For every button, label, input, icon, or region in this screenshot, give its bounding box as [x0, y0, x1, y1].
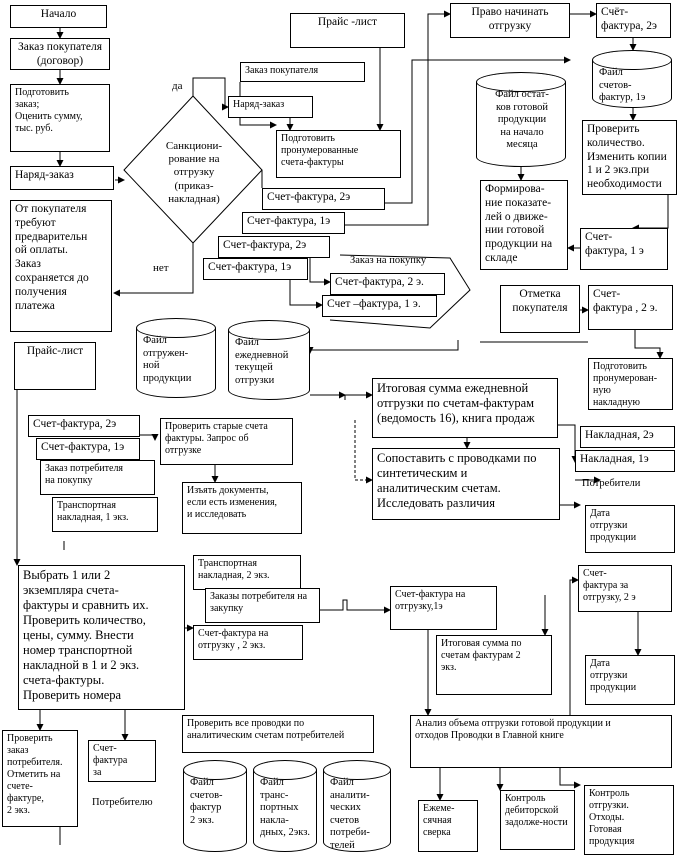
work-order-left: Наряд-заказ: [10, 166, 114, 190]
control-receivables: Контроль дебиторской задолже-ности: [500, 790, 575, 850]
start-node: Начало: [10, 5, 107, 28]
lp-invoice-2e: Счет-фактура, 2э: [28, 415, 140, 437]
invoice-ship-2e: Счет- фактура за отгрузку, 2 э: [578, 565, 672, 612]
withdraw-docs: Изъять документы, если есть изменения, и…: [182, 482, 302, 534]
waybill-2e: Накладная, 2э: [580, 426, 675, 448]
file-analytic-cylinder: Файл аналити- ческих счетов потреби- тел…: [323, 760, 391, 852]
prepayment-step: От покупателя требуют предварительн ой о…: [10, 200, 112, 332]
customer-mark: Отметка покупателя: [500, 285, 580, 333]
consumers-right: Потребители: [582, 478, 641, 489]
prepare-waybill: Подготовить пронумерован- ную накладную: [588, 358, 673, 410]
customer-order-contract: Заказ покупателя (договор): [10, 38, 110, 70]
purchase-order-shape: [329, 254, 471, 329]
select-compare-step: Выбрать 1 или 2 экземпляра счета- фактур…: [18, 565, 185, 710]
total-invoices-2: Итоговая сумма по счетам фактурам 2 экз.: [436, 635, 552, 695]
check-quantity: Проверить количество. Изменить копии 1 и…: [582, 120, 677, 195]
waybill-1e: Накладная, 1э: [575, 450, 675, 472]
form-indicators: Формирова- ние показате- лей о движе- ни…: [480, 180, 568, 270]
prepare-invoices: Подготовить пронумерованные счета-фактур…: [276, 130, 401, 178]
invoice-1e-right: Счет- фактура, 1 э: [580, 228, 668, 270]
label-no: нет: [153, 262, 169, 274]
ship-date-2: Дата отгрузки продукции: [585, 655, 675, 705]
invoice-1e-b: Счет-фактура, 1э: [203, 258, 308, 280]
invoice-ship-2: Счет-фактура на отгрузку , 2 экз.: [193, 625, 303, 660]
prepare-order-step: Подготовить заказ; Оценить сумму, тыс. р…: [10, 84, 110, 152]
invoice-1e-c: Счет –фактура, 1 э.: [322, 295, 437, 317]
file-stock-cylinder: Файл остат- ков готовой продукции на нач…: [476, 72, 566, 167]
file-daily-cylinder: Файл ежедневной текущей отгрузки: [228, 320, 310, 400]
file-shipped-cylinder: Файл отгружен- ной продукции: [136, 318, 216, 398]
transport-2: Транспортная накладная, 2 экз.: [193, 555, 301, 590]
lp-invoice-1e: Счет-фактура, 1э: [36, 438, 140, 460]
price-list-left: Прайс-лист: [14, 342, 96, 390]
analysis-step: Анализ объема отгрузки готовой продукции…: [410, 715, 672, 768]
price-list-top: Прайс -лист: [290, 13, 405, 48]
invoice-for-sale: Счет-фактура за реализацию: [88, 740, 156, 782]
label-yes: да: [172, 80, 183, 92]
check-old-invoices: Проверить старые счета фактуры. Запрос о…: [160, 418, 293, 465]
invoice-2e-right: Счет- фактура , 2 э.: [588, 285, 673, 330]
monthly-check: Ежеме- сячная сверка: [418, 800, 478, 852]
check-customer-order: Проверить заказ потребителя. Отметить на…: [2, 730, 78, 827]
customer-order-mid: Заказ покупателя: [240, 62, 365, 82]
to-consumer: Потребителю: [92, 797, 153, 808]
invoice-1e-a: Счет-фактура, 1э: [242, 212, 345, 234]
invoice-2e-c: Счет-фактура, 2 э.: [330, 273, 445, 295]
decision-text: Санкциони- рование на отгрузку (приказ- …: [165, 140, 223, 205]
control-shipments: Контроль отгрузки. Отходы. Готовая проду…: [584, 785, 674, 855]
invoice-2e-b: Счет-фактура, 2э: [218, 236, 330, 258]
invoice-top-right: Счёт- фактура, 2э: [596, 3, 671, 38]
lp-transport-1: Транспортная накладная, 1 экз.: [52, 497, 158, 532]
total-daily-shipments: Итоговая сумма ежедневной отгрузки по сч…: [372, 378, 558, 438]
check-analytic-entries: Проверить все проводки по аналитическим …: [182, 715, 374, 753]
compare-entries: Сопоставить с проводками по синтетически…: [372, 448, 560, 520]
invoice-2e-a: Счет-фактура, 2э: [262, 188, 385, 210]
purchase-order: Заказ на покупку: [350, 255, 427, 266]
work-order-mid: Наряд-заказ: [228, 96, 313, 118]
file-invoices-2-cylinder: Файл счетов- фактур 2 экз.: [183, 760, 247, 852]
consumer-orders-buy: Заказы потребителя на закупку: [205, 588, 320, 623]
right-to-ship: Право начинать отгрузку: [450, 3, 570, 38]
invoice-ship-1: Счет-фактура на отгрузку,1э: [390, 586, 497, 630]
file-transport-cylinder: Файл транс- портных накла- дных, 2экз.: [253, 760, 317, 852]
file-invoices-cylinder: Файл счетов- фактур, 1э: [592, 50, 672, 108]
lp-customer-order: Заказ потребителя на покупку: [40, 460, 155, 495]
ship-date-1: Дата отгрузки продукции: [585, 505, 675, 553]
